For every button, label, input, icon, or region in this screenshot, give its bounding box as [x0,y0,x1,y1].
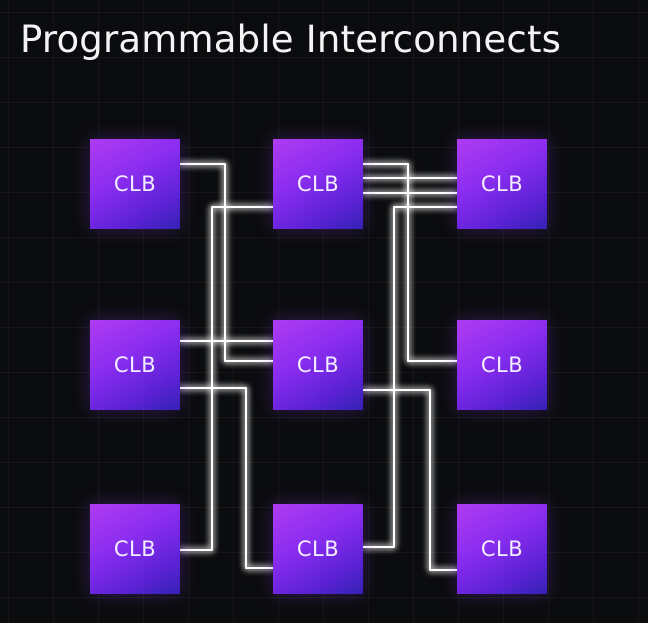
wire-h [362,206,458,548]
clb-block: CLB [90,504,180,594]
clb-block: CLB [273,320,363,410]
wire-i [362,389,458,571]
clb-label: CLB [113,537,157,561]
clb-label: CLB [480,353,524,377]
page-title: Programmable Interconnects [20,18,562,61]
wire-e [362,163,458,362]
clb-block: CLB [273,504,363,594]
clb-label: CLB [480,537,524,561]
clb-block: CLB [457,504,547,594]
clb-block: CLB [457,320,547,410]
clb-label: CLB [296,353,340,377]
clb-block: CLB [457,139,547,229]
clb-block: CLB [90,320,180,410]
wire-d [179,387,274,569]
clb-label: CLB [296,172,340,196]
wire-b [179,206,274,551]
clb-label: CLB [113,172,157,196]
clb-block: CLB [90,139,180,229]
clb-label: CLB [480,172,524,196]
wire-a [179,163,274,362]
clb-label: CLB [113,353,157,377]
clb-label: CLB [296,537,340,561]
clb-block: CLB [273,139,363,229]
